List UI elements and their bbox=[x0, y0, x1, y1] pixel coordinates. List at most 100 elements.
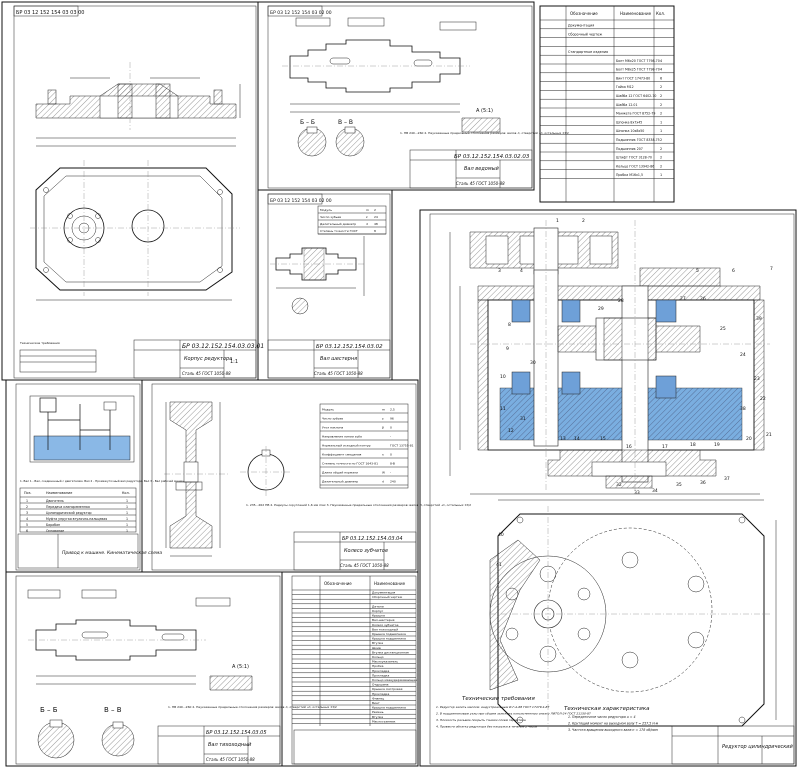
shaft-gear-param-value: 8 bbox=[374, 229, 376, 233]
shaft-slow-material: Сталь 45 ГОСТ 1050-88 bbox=[206, 757, 255, 762]
spec-row-qty: 2 bbox=[660, 147, 662, 151]
assembly-callout: 29 bbox=[598, 306, 604, 312]
spec-row-qty: 2 bbox=[660, 138, 662, 142]
gear-wheel-title-block: БР 03.12.152.154.03.04 Колесо зубчатое С… bbox=[293, 531, 417, 571]
kinematic-row-name: Основание bbox=[46, 529, 64, 533]
kinematic-header-name: Наименование bbox=[46, 491, 72, 495]
assembly-tech-char-line: 1. Передаточное число редуктора u = 4 bbox=[568, 715, 636, 719]
spec2-row-name: Втулка bbox=[372, 715, 383, 719]
shaft-driven-view-a: А (5:1) bbox=[476, 108, 493, 114]
spec-row-name: Шпонка 8x7x45 bbox=[616, 120, 642, 124]
kinematic-row-pos: 1 bbox=[26, 499, 28, 503]
kinematic-row-qty: 1 bbox=[126, 529, 128, 533]
gear-wheel-param-name: Модуль bbox=[322, 407, 334, 411]
spec2-row-name: Крышка подшипника bbox=[372, 706, 406, 710]
shaft-gear-param-name: Делительный диаметр bbox=[320, 222, 356, 226]
gear-wheel-title-code: БР 03.12.152.154.03.04 bbox=[342, 536, 403, 542]
assembly-title-block: Редуктор цилиндрический bbox=[671, 725, 795, 765]
assembly-plan-view bbox=[489, 499, 777, 730]
spec2-row-name: Крышка bbox=[372, 614, 385, 618]
kinematic-note: 1. Вал 1 - Вал, соединенный с двигателем… bbox=[20, 479, 186, 483]
shaft-slow-name: Вал тихоходный bbox=[208, 742, 252, 748]
spec-row-name: Болт М6x20 ГОСТ 7798-70 bbox=[616, 59, 660, 63]
assembly-tech-char: 1. Передаточное число редуктора u = 42. … bbox=[568, 715, 659, 732]
kinematic-scheme bbox=[29, 395, 135, 463]
shaft-driven-part-name: Вал ведомый bbox=[464, 166, 500, 172]
sheet-shaft-slow: А (5:1) Б – Б В – В 1. HB 240...260 2. Н… bbox=[5, 571, 337, 767]
sheet-spec: Обозначение Наименование Кол. Документац… bbox=[539, 5, 675, 203]
assembly-callout: 25 bbox=[720, 326, 726, 332]
spec-row-name: Гайка М12 bbox=[616, 85, 634, 89]
assembly-callout: 31 bbox=[520, 416, 526, 422]
kinematic-row-name: Цилиндрический редуктор bbox=[46, 511, 92, 515]
shaft-driven-section-vv: В – В bbox=[338, 119, 353, 126]
gear-wheel-param-value: 2,5 bbox=[390, 407, 395, 411]
spec-row-qty: 2 bbox=[660, 85, 662, 89]
assembly-callout: 5 bbox=[696, 268, 699, 274]
spec2-row-name: Фланец bbox=[372, 696, 384, 700]
shaft-driven-profile bbox=[282, 17, 477, 113]
kinematic-name: Привод к машине. Кинематическая схема bbox=[62, 550, 162, 556]
gear-wheel-param-name: Число зубьев bbox=[322, 416, 343, 420]
shaft-gear-param-symbol: d bbox=[366, 222, 368, 226]
spec-row-name: Шайба 12 ГОСТ 6402-70 bbox=[616, 94, 656, 98]
assembly-tech-req: 1. Редуктор залить маслом: индустриальны… bbox=[436, 705, 591, 729]
shaft-gear-param-name: Число зубьев bbox=[320, 215, 341, 219]
spec-row-qty: 1 bbox=[660, 173, 662, 177]
gear-wheel-param-value: 0 bbox=[390, 425, 392, 429]
shaft-gear-title-code: БР 03.12.152.154.03.02 bbox=[316, 344, 383, 350]
gear-wheel-hub-view bbox=[240, 446, 292, 498]
sheet-kinematic: 1. Вал 1 - Вал, соединенный с двигателем… bbox=[5, 379, 186, 573]
spec2-row-name: Отдушина bbox=[372, 683, 389, 687]
assembly-callout: 4 bbox=[520, 268, 523, 274]
spec2-row-name: Сборочный чертеж bbox=[372, 595, 403, 599]
assembly-callout: 9 bbox=[506, 346, 509, 352]
gear-wheel-param-value: - bbox=[390, 434, 391, 438]
gear-wheel-param-value: 96 bbox=[390, 416, 394, 420]
spec2-col-designation: Обозначение bbox=[324, 581, 352, 586]
assembly-name: Редуктор цилиндрический bbox=[722, 744, 794, 750]
kinematic-row-pos: 4 bbox=[26, 517, 28, 521]
spec2-row-name: Колесо зубчатое bbox=[372, 623, 399, 627]
shaft-gear-part-name: Вал шестерня bbox=[320, 356, 357, 362]
assembly-callout: 16 bbox=[626, 444, 632, 450]
assembly-callout: 38 bbox=[740, 406, 746, 412]
spec-row-name: Шпонка 10x8x50 bbox=[616, 129, 644, 133]
spec-row-name: Подшипник ГОСТ 8338-75 bbox=[616, 138, 660, 142]
spec-row-qty: 6 bbox=[660, 76, 662, 80]
spec-row-designation: Сборочный чертеж bbox=[568, 32, 602, 36]
assembly-callout: 11 bbox=[500, 406, 506, 412]
spec-row-name: Манжета ГОСТ 8752-79 bbox=[616, 112, 655, 116]
gear-wheel-param-name: Степень точности по ГОСТ 1643-81 bbox=[322, 461, 378, 465]
spec-row-qty: 1 bbox=[660, 120, 662, 124]
spec2-row-name: Пробка bbox=[372, 664, 384, 668]
housing-notes: Технические требования bbox=[19, 341, 60, 345]
assembly-callout: 17 bbox=[662, 444, 668, 450]
kinematic-row-pos: 3 bbox=[26, 511, 28, 515]
kinematic-row-qty: 1 bbox=[126, 505, 128, 509]
assembly-callout: 22 bbox=[760, 396, 766, 402]
assembly-callout: 37 bbox=[724, 476, 730, 482]
shaft-driven-section-bb: Б – Б bbox=[300, 119, 315, 126]
spec2-row-name: Маслоуказатель bbox=[372, 660, 398, 664]
spec2-row-name: Вал тихоходный bbox=[372, 627, 398, 631]
gear-wheel-material: Сталь 45 ГОСТ 1050-88 bbox=[340, 563, 389, 568]
shaft-gear-param-value: 2 bbox=[374, 208, 376, 212]
spec2-row-name: Ремень bbox=[372, 710, 384, 714]
gear-wheel-param-name: Нормальный исходный контур bbox=[322, 443, 371, 447]
assembly-callout: 2 bbox=[582, 218, 585, 224]
gear-wheel-section bbox=[164, 401, 228, 557]
gear-wheel-param-symbol: W bbox=[382, 470, 385, 474]
assembly-callout: 36 bbox=[700, 480, 706, 486]
spec-row-name: Винт ГОСТ 17473-80 bbox=[616, 76, 650, 80]
spec2-row-name: Кольцо мазеудерживающее bbox=[372, 678, 417, 682]
assembly-callout: 6 bbox=[732, 268, 735, 274]
assembly-tech-req-line: 2. В подшипниковые узлы при сборке залож… bbox=[436, 712, 591, 716]
spec-row-qty: 4 bbox=[660, 59, 662, 63]
spec-row-name: Кольцо ГОСТ 13942-86 bbox=[616, 164, 654, 168]
spec-col-name: Наименование bbox=[620, 11, 652, 16]
